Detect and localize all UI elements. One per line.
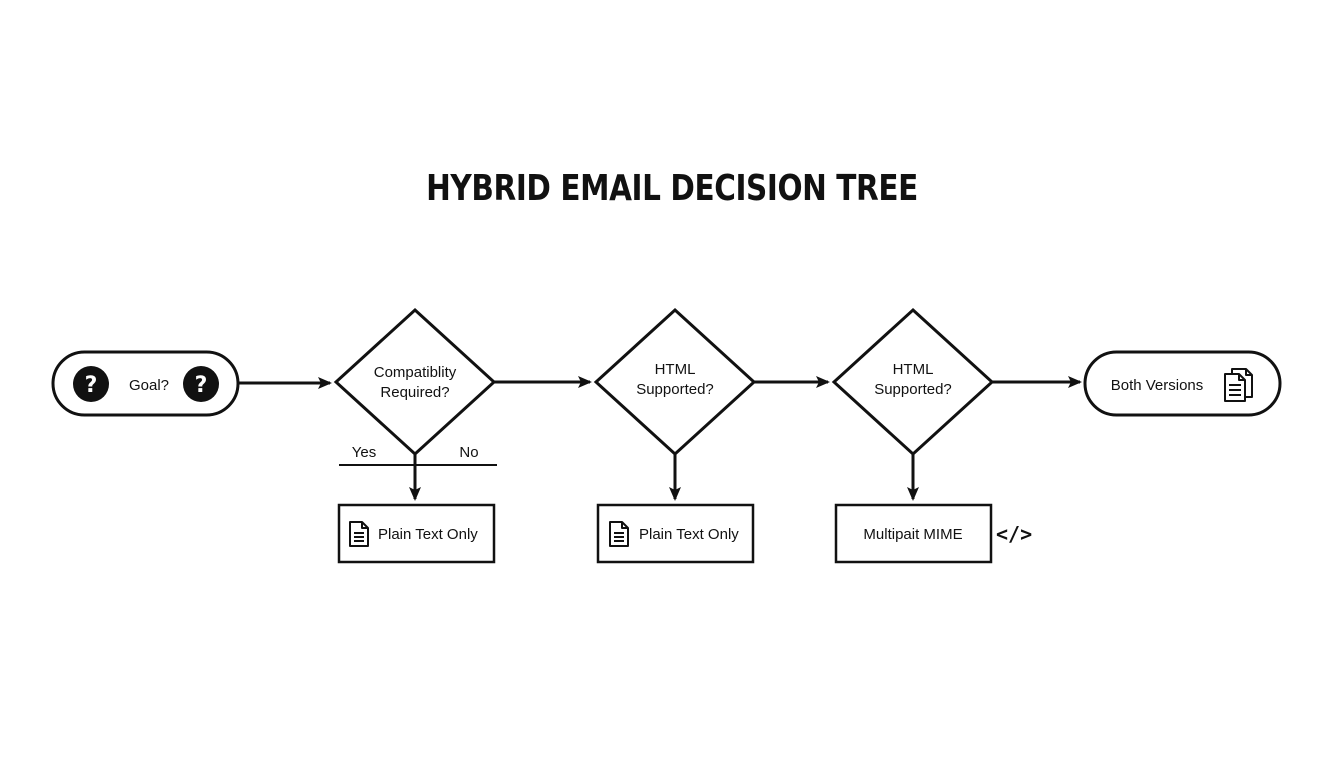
decision-html-1-line2: Supported?: [636, 381, 714, 398]
start-node: ? Goal? ?: [51, 350, 240, 417]
document-icon: [609, 521, 629, 547]
decision-compatibility-line2: Required?: [380, 384, 449, 401]
outcome-plain-text-2: Plain Text Only: [596, 503, 755, 564]
diagram-title: HYBRID EMAIL DECISION TREE: [426, 168, 918, 209]
copy-documents-icon: [1224, 368, 1253, 402]
decision-html-supported-1: HTML Supported?: [593, 307, 757, 457]
outcome-plain-text-1: Plain Text Only: [337, 503, 496, 564]
end-label: Both Versions: [1111, 377, 1204, 394]
branch-label-yes: Yes: [352, 444, 376, 461]
branch-label-no: No: [459, 444, 478, 461]
start-label: Goal?: [129, 377, 169, 394]
decision-html-2-line1: HTML: [893, 361, 934, 378]
question-mark-icon: ?: [183, 366, 219, 402]
outcome-plain-text-2-label: Plain Text Only: [639, 526, 739, 543]
end-node: Both Versions: [1083, 350, 1282, 417]
svg-text:?: ?: [85, 373, 98, 398]
document-icon: [349, 521, 369, 547]
outcome-plain-text-1-label: Plain Text Only: [378, 526, 478, 543]
decision-compatibility: Compatiblity Required?: [333, 307, 497, 457]
outcome-multipart-label: Multipait MIME: [863, 526, 962, 543]
decision-html-2-line2: Supported?: [874, 381, 952, 398]
decision-compatibility-line1: Compatiblity: [374, 364, 457, 381]
code-brackets-icon: </>: [996, 522, 1032, 546]
outcome-multipart-mime: Multipait MIME: [834, 503, 993, 564]
decision-html-1-line1: HTML: [655, 361, 696, 378]
svg-text:?: ?: [195, 373, 208, 398]
decision-html-supported-2: HTML Supported?: [831, 307, 995, 457]
question-mark-icon: ?: [73, 366, 109, 402]
